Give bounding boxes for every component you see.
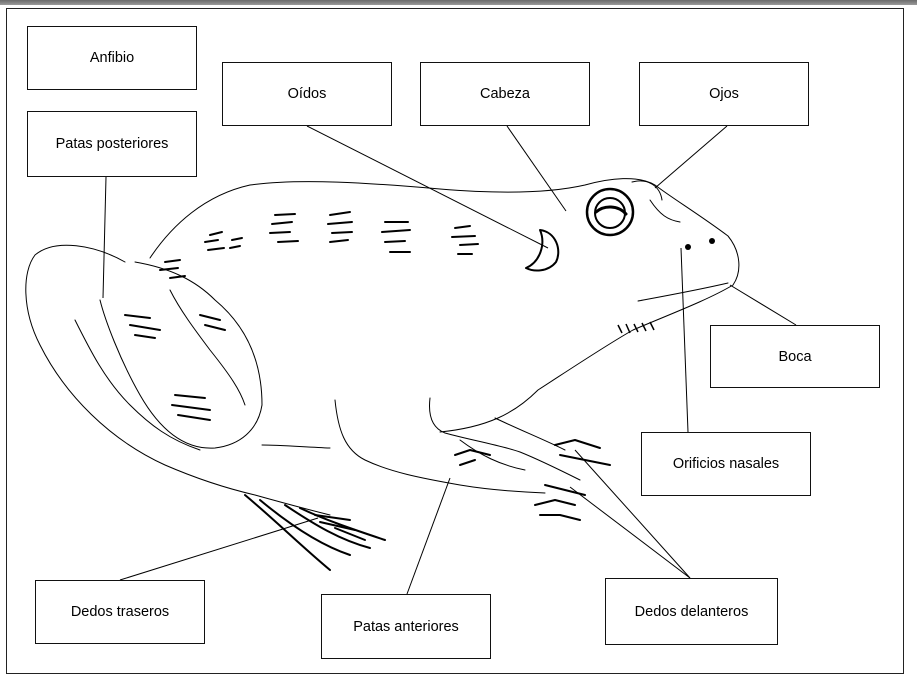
- leader-cabeza: [506, 125, 567, 212]
- label-ojos: Ojos: [639, 62, 809, 126]
- label-oidos: Oídos: [222, 62, 392, 126]
- frog-mouth-line: [637, 282, 729, 302]
- leader-boca: [729, 284, 797, 326]
- frog-eye-outer: [585, 187, 635, 237]
- leader-orificios: [680, 247, 689, 433]
- leader-dedos-delanteros-1: [574, 449, 691, 579]
- label-cabeza: Cabeza: [420, 62, 590, 126]
- label-dedos-traseros: Dedos traseros: [35, 580, 205, 644]
- frog-nostril-1: [685, 244, 691, 250]
- window-top-bar: [0, 0, 917, 5]
- frog-hind-leg: [25, 244, 331, 516]
- leader-dedos-traseros: [119, 517, 319, 581]
- leader-oidos: [306, 125, 549, 249]
- frog-belly: [334, 399, 546, 494]
- label-orificios-nasales: Orificios nasales: [641, 432, 811, 496]
- frog-ear: [525, 229, 560, 272]
- label-dedos-delanteros: Dedos delanteros: [605, 578, 778, 645]
- label-boca: Boca: [710, 325, 880, 388]
- frog-hind-thigh: [99, 261, 263, 449]
- frog-front-leg: [429, 397, 581, 481]
- label-patas-anteriores: Patas anteriores: [321, 594, 491, 659]
- leader-dedos-delanteros-2: [569, 486, 691, 579]
- label-anfibio: Anfibio: [27, 26, 197, 90]
- leader-patas-anteriores: [406, 477, 451, 595]
- frog-nostril-2: [709, 238, 715, 244]
- label-patas-posteriores: Patas posteriores: [27, 111, 197, 177]
- frog-spots: [124, 211, 479, 421]
- leader-patas-posteriores: [102, 176, 107, 299]
- frog-eye-inner: [594, 197, 626, 229]
- diagram-frame: [6, 8, 904, 674]
- frog-body-outline: [149, 178, 740, 433]
- leader-ojos: [654, 125, 728, 189]
- leader-lines: [102, 125, 797, 595]
